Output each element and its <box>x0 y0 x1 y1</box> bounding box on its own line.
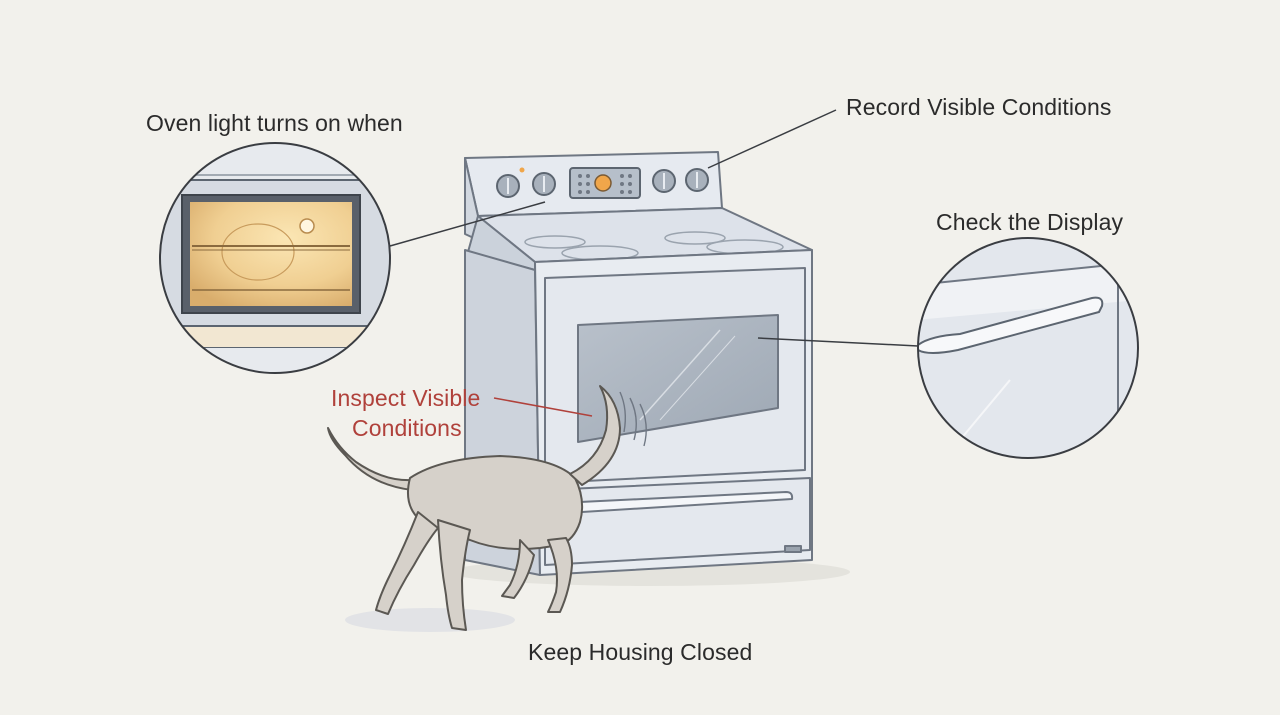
dog <box>327 385 621 631</box>
oven-interior-magnifier <box>159 142 391 374</box>
leader-record-conditions <box>707 109 837 169</box>
dog-leg-back-left <box>375 511 439 615</box>
dog-tail-left <box>327 427 415 491</box>
dog-body <box>407 455 584 550</box>
label-oven-light: Oven light turns on when <box>146 110 403 136</box>
label-inspect-line1: Inspect Visible <box>331 385 481 411</box>
label-inspect-line2: Conditions <box>352 415 462 441</box>
label-record-conditions: Record Visible Conditions <box>846 94 1112 120</box>
dog-leg-front-right <box>547 537 573 613</box>
oven-lamp <box>299 218 315 234</box>
oven-light-glow <box>190 202 352 306</box>
control-display <box>519 167 641 199</box>
leader-inspect <box>493 397 593 417</box>
leader-check-display <box>757 337 919 347</box>
burners <box>524 231 784 261</box>
storage-drawer <box>544 477 811 566</box>
leader-lines <box>389 109 919 417</box>
oven-window <box>577 314 779 443</box>
oven-range <box>464 151 813 576</box>
dog-tail-wagging <box>569 385 621 486</box>
label-keep-housing: Keep Housing Closed <box>528 639 753 665</box>
leader-oven-light <box>389 201 546 247</box>
handle-closeup <box>918 296 1104 354</box>
control-knobs <box>496 168 709 198</box>
handle-detail-magnifier <box>917 237 1139 459</box>
label-check-display: Check the Display <box>936 209 1124 235</box>
dog-leg-back-right <box>437 519 471 631</box>
motion-lines <box>619 391 647 447</box>
dog-leg-front-left <box>501 539 535 599</box>
dog-shadow <box>345 608 515 632</box>
